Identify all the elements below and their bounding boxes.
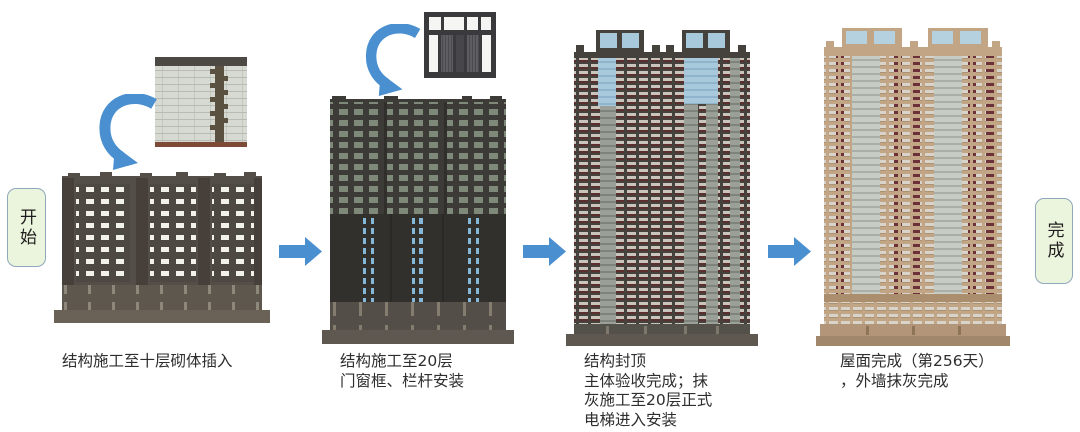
flow-right-arrow-icon bbox=[279, 237, 322, 266]
stage-1-caption: 结构施工至十层砌体插入 bbox=[62, 352, 233, 370]
window-frame-detail-icon bbox=[424, 12, 496, 78]
building-stage-1-illustration bbox=[54, 172, 270, 323]
masonry-wall-detail-icon bbox=[155, 57, 247, 147]
end-terminal-label: 完成 bbox=[1043, 221, 1064, 261]
end-terminal: 完成 bbox=[1035, 198, 1073, 284]
stage-4-caption: 屋面完成（第256天） ，外墙抹灰完成 bbox=[840, 352, 994, 390]
flow-right-arrow-icon bbox=[768, 237, 811, 266]
stage-2-caption: 结构施工至20层 门窗框、栏杆安装 bbox=[340, 352, 465, 390]
callout-curved-arrow-icon bbox=[99, 94, 157, 170]
building-stage-3-illustration bbox=[566, 30, 758, 346]
flow-right-arrow-icon bbox=[523, 237, 566, 266]
stage-3-caption: 结构封顶 主体验收完成；抹 灰施工至20层正式 电梯进入安装 bbox=[584, 352, 713, 429]
start-terminal-label: 开始 bbox=[16, 207, 36, 248]
start-terminal: 开始 bbox=[7, 188, 46, 267]
building-stage-4-illustration bbox=[816, 28, 1010, 346]
building-stage-2-illustration bbox=[322, 96, 514, 344]
callout-curved-arrow-icon bbox=[365, 24, 421, 96]
